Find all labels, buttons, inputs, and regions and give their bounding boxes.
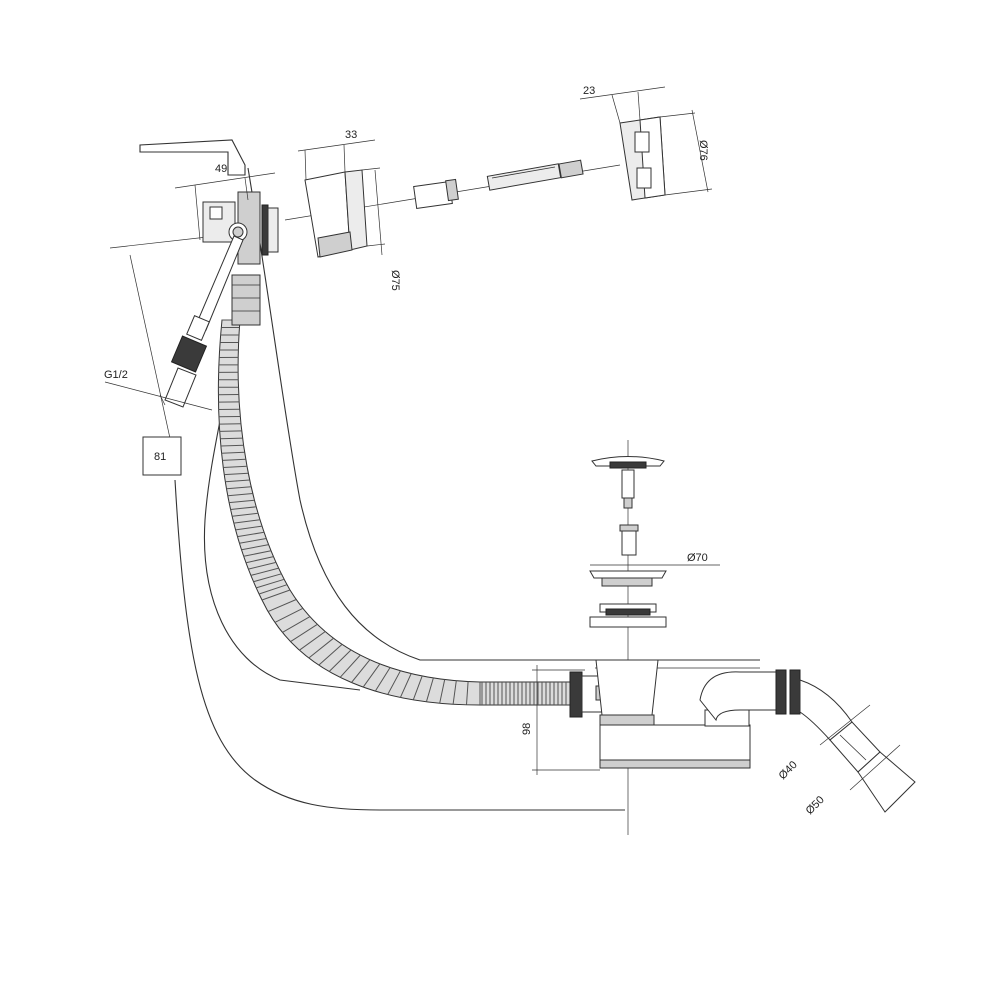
overflow-assembly	[202, 191, 279, 326]
label-81: 81	[154, 451, 166, 463]
spindle-rod	[413, 159, 584, 209]
label-outlet-large: Ø50	[804, 794, 827, 817]
label-49: 49	[215, 163, 227, 175]
dim-cap-depth: 33	[297, 129, 376, 181]
popup-plug-assembly	[589, 456, 667, 628]
supply-pipe	[164, 235, 244, 408]
dim-tub-depth: 81	[142, 436, 182, 476]
dim-plate-depth: 23	[579, 85, 666, 124]
dim-thread: G1/2	[104, 369, 213, 411]
reference-lines	[109, 164, 629, 835]
dim-overflow-width: 49	[174, 163, 276, 241]
label-cap-diameter: Ø75	[389, 270, 401, 291]
dim-plug-diameter: Ø70	[590, 552, 720, 566]
overflow-cap	[304, 169, 368, 258]
label-98: 98	[521, 723, 533, 735]
corrugated-hose	[217, 319, 576, 706]
label-23: 23	[583, 85, 595, 97]
waste-body	[569, 659, 801, 769]
label-outlet-small: Ø40	[777, 759, 800, 782]
dim-plate-diameter: Ø76	[659, 109, 713, 196]
label-plug-diameter: Ø70	[687, 552, 708, 564]
label-thread: G1/2	[104, 369, 128, 381]
label-33: 33	[345, 129, 357, 141]
dim-cap-diameter: Ø75	[361, 167, 401, 291]
dim-waste-height: 98	[521, 665, 600, 775]
overflow-plate	[619, 116, 666, 201]
label-plate-diameter: Ø76	[697, 140, 709, 161]
outlet-elbow	[799, 679, 916, 813]
